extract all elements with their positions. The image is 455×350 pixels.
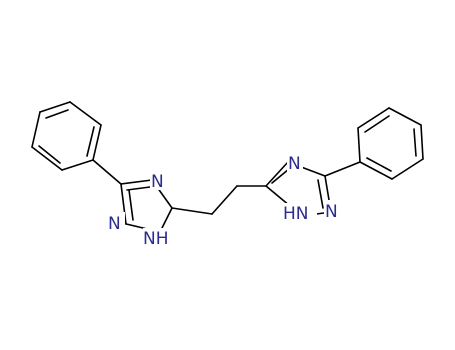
bond — [388, 107, 422, 126]
atom-label-left-n1: N — [108, 214, 121, 234]
bond — [391, 158, 424, 180]
double-bond-inner — [45, 109, 69, 119]
atom-label-left-nh: NH — [143, 229, 169, 249]
label-mask — [143, 228, 176, 248]
bond — [324, 161, 361, 177]
double-bond-inner — [271, 168, 290, 184]
double-bond-inner — [366, 157, 392, 172]
label-mask — [283, 203, 317, 223]
atom-label-right-n4: N — [288, 154, 301, 174]
double-bond-inner — [38, 145, 61, 164]
bond — [120, 183, 127, 225]
double-bond-inner — [317, 179, 324, 209]
bond — [420, 124, 424, 160]
bond — [265, 161, 289, 187]
bond — [69, 101, 102, 126]
double-bond-inner — [86, 126, 95, 157]
ethylene-bridge — [171, 185, 267, 215]
label-mask — [287, 152, 303, 172]
double-bond-inner — [364, 115, 390, 133]
atom-label-right-n1: N — [325, 202, 338, 222]
bond — [39, 101, 71, 113]
bond — [357, 127, 361, 163]
bond — [31, 111, 41, 148]
bond — [357, 107, 390, 129]
atom-label-left-n4: N — [151, 172, 164, 192]
bond — [31, 146, 63, 171]
atom-label-right-hn: HN — [283, 204, 309, 224]
bond — [92, 159, 122, 185]
bond — [171, 207, 213, 215]
label-mask — [107, 212, 125, 232]
atom-labels: N N NH N N HN — [107, 152, 340, 249]
double-bond-inner — [413, 128, 417, 157]
bond — [359, 161, 393, 180]
double-bond-inner — [128, 189, 134, 221]
left-phenyl-ring — [31, 101, 102, 171]
label-mask — [324, 200, 340, 220]
right-phenyl-ring — [357, 107, 424, 180]
bond — [92, 124, 102, 161]
label-mask — [150, 170, 166, 190]
bond — [61, 159, 94, 171]
double-bond-inner — [126, 186, 151, 191]
bond — [120, 179, 153, 185]
bond — [211, 185, 238, 215]
